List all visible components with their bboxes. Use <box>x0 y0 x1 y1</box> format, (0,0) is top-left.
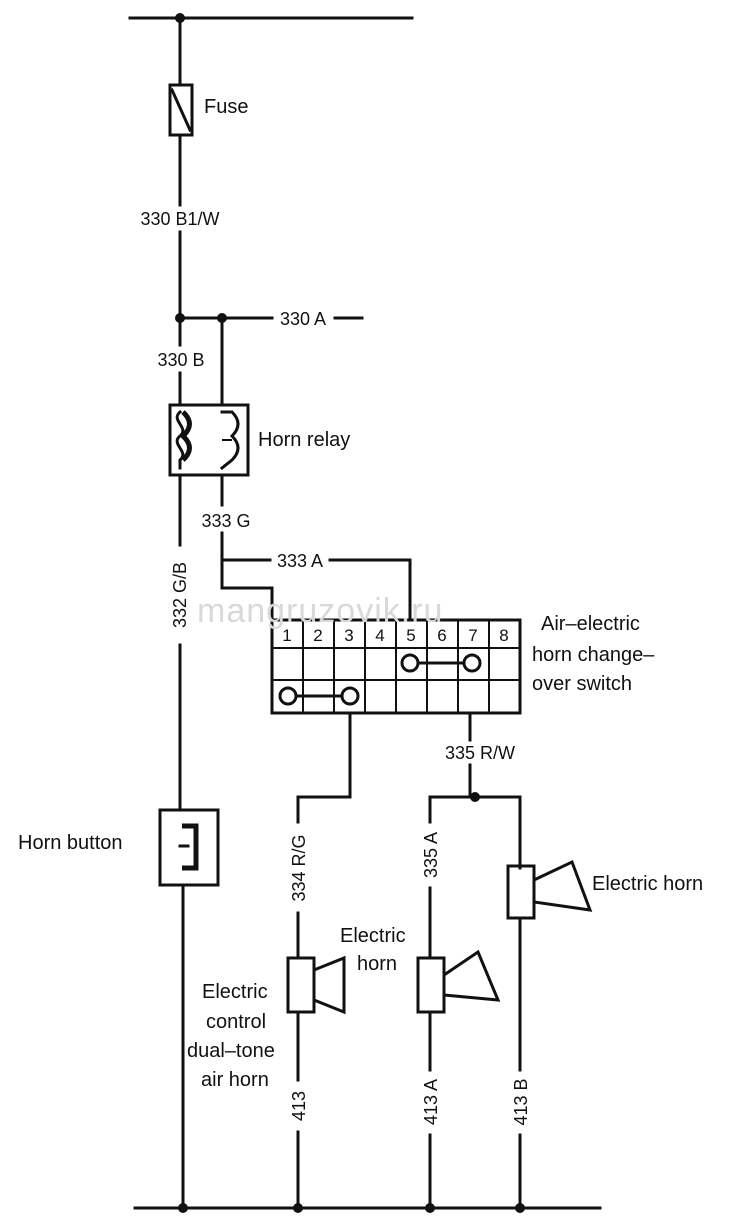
horn-button-label: Horn button <box>18 832 123 854</box>
junction-dot-335 <box>470 792 480 802</box>
switch-label-line-3: over switch <box>532 673 632 695</box>
junction-dot-top <box>175 13 185 23</box>
wire-label-333a: 333 A <box>277 551 323 571</box>
terminal-label-2: 2 <box>313 626 322 645</box>
wire-label-330b: 330 B <box>157 350 204 370</box>
changeover-switch-block <box>270 618 522 715</box>
terminal-label-6: 6 <box>437 626 446 645</box>
wire-label-335a: 335 A <box>421 832 441 878</box>
junction-dot-330-left <box>175 313 185 323</box>
terminal-label-7: 7 <box>468 626 477 645</box>
air-horn-label-3: dual–tone <box>187 1040 275 1062</box>
wire-label-413b: 413 B <box>511 1078 531 1125</box>
wiring <box>128 16 602 1210</box>
wire-label-335rw: 335 R/W <box>445 743 515 763</box>
fuse-label: Fuse <box>204 96 248 118</box>
fuse-symbol <box>168 83 194 137</box>
air-horn-label-2: control <box>206 1011 266 1033</box>
electric-horn-mid-symbol <box>416 949 501 1014</box>
wire-333g-to-switch <box>220 586 274 622</box>
terminal-label-3: 3 <box>344 626 353 645</box>
wire-334rg <box>296 711 352 824</box>
junction-dot-ground-2 <box>293 1203 303 1213</box>
air-horn-label-1: Electric <box>202 981 268 1003</box>
electric-horn-right-symbol <box>506 859 593 920</box>
air-horn-symbol <box>286 955 346 1015</box>
horn-button-symbol <box>158 808 220 887</box>
terminal-label-5: 5 <box>406 626 415 645</box>
wire-label-334rg: 334 R/G <box>289 834 309 901</box>
terminal-label-8: 8 <box>499 626 508 645</box>
junction-dot-ground-4 <box>515 1203 525 1213</box>
wire-label-332gb: 332 G/B <box>170 562 190 628</box>
wire-333a-right <box>328 558 412 622</box>
junction-dot-ground-3 <box>425 1203 435 1213</box>
horn-relay-symbol <box>168 403 250 477</box>
wire-label-330a: 330 A <box>280 309 326 329</box>
air-horn-label-4: air horn <box>201 1069 269 1091</box>
switch-terminal-labels: 1 2 3 4 5 6 7 8 <box>282 626 508 645</box>
wire-label-333g: 333 G <box>201 511 250 531</box>
horn-relay-label: Horn relay <box>258 429 350 451</box>
wire-label-330-b1w: 330 B1/W <box>140 209 219 229</box>
terminal-label-1: 1 <box>282 626 291 645</box>
electric-horn-mid-label-2: horn <box>357 953 397 975</box>
watermark-text: mangruzovik.ru <box>197 592 443 630</box>
switch-label-line-1: Air–electric <box>541 613 640 635</box>
switch-label-line-2: horn change– <box>532 644 655 666</box>
junction-dots <box>175 13 525 1213</box>
terminal-label-4: 4 <box>375 626 384 645</box>
junction-dot-330-right <box>217 313 227 323</box>
electric-horn-right-label: Electric horn <box>592 873 703 895</box>
junction-dot-ground-1 <box>178 1203 188 1213</box>
wire-label-413: 413 <box>289 1091 309 1121</box>
electric-horn-mid-label-1: Electric <box>340 925 406 947</box>
wire-label-413a: 413 A <box>421 1079 441 1125</box>
